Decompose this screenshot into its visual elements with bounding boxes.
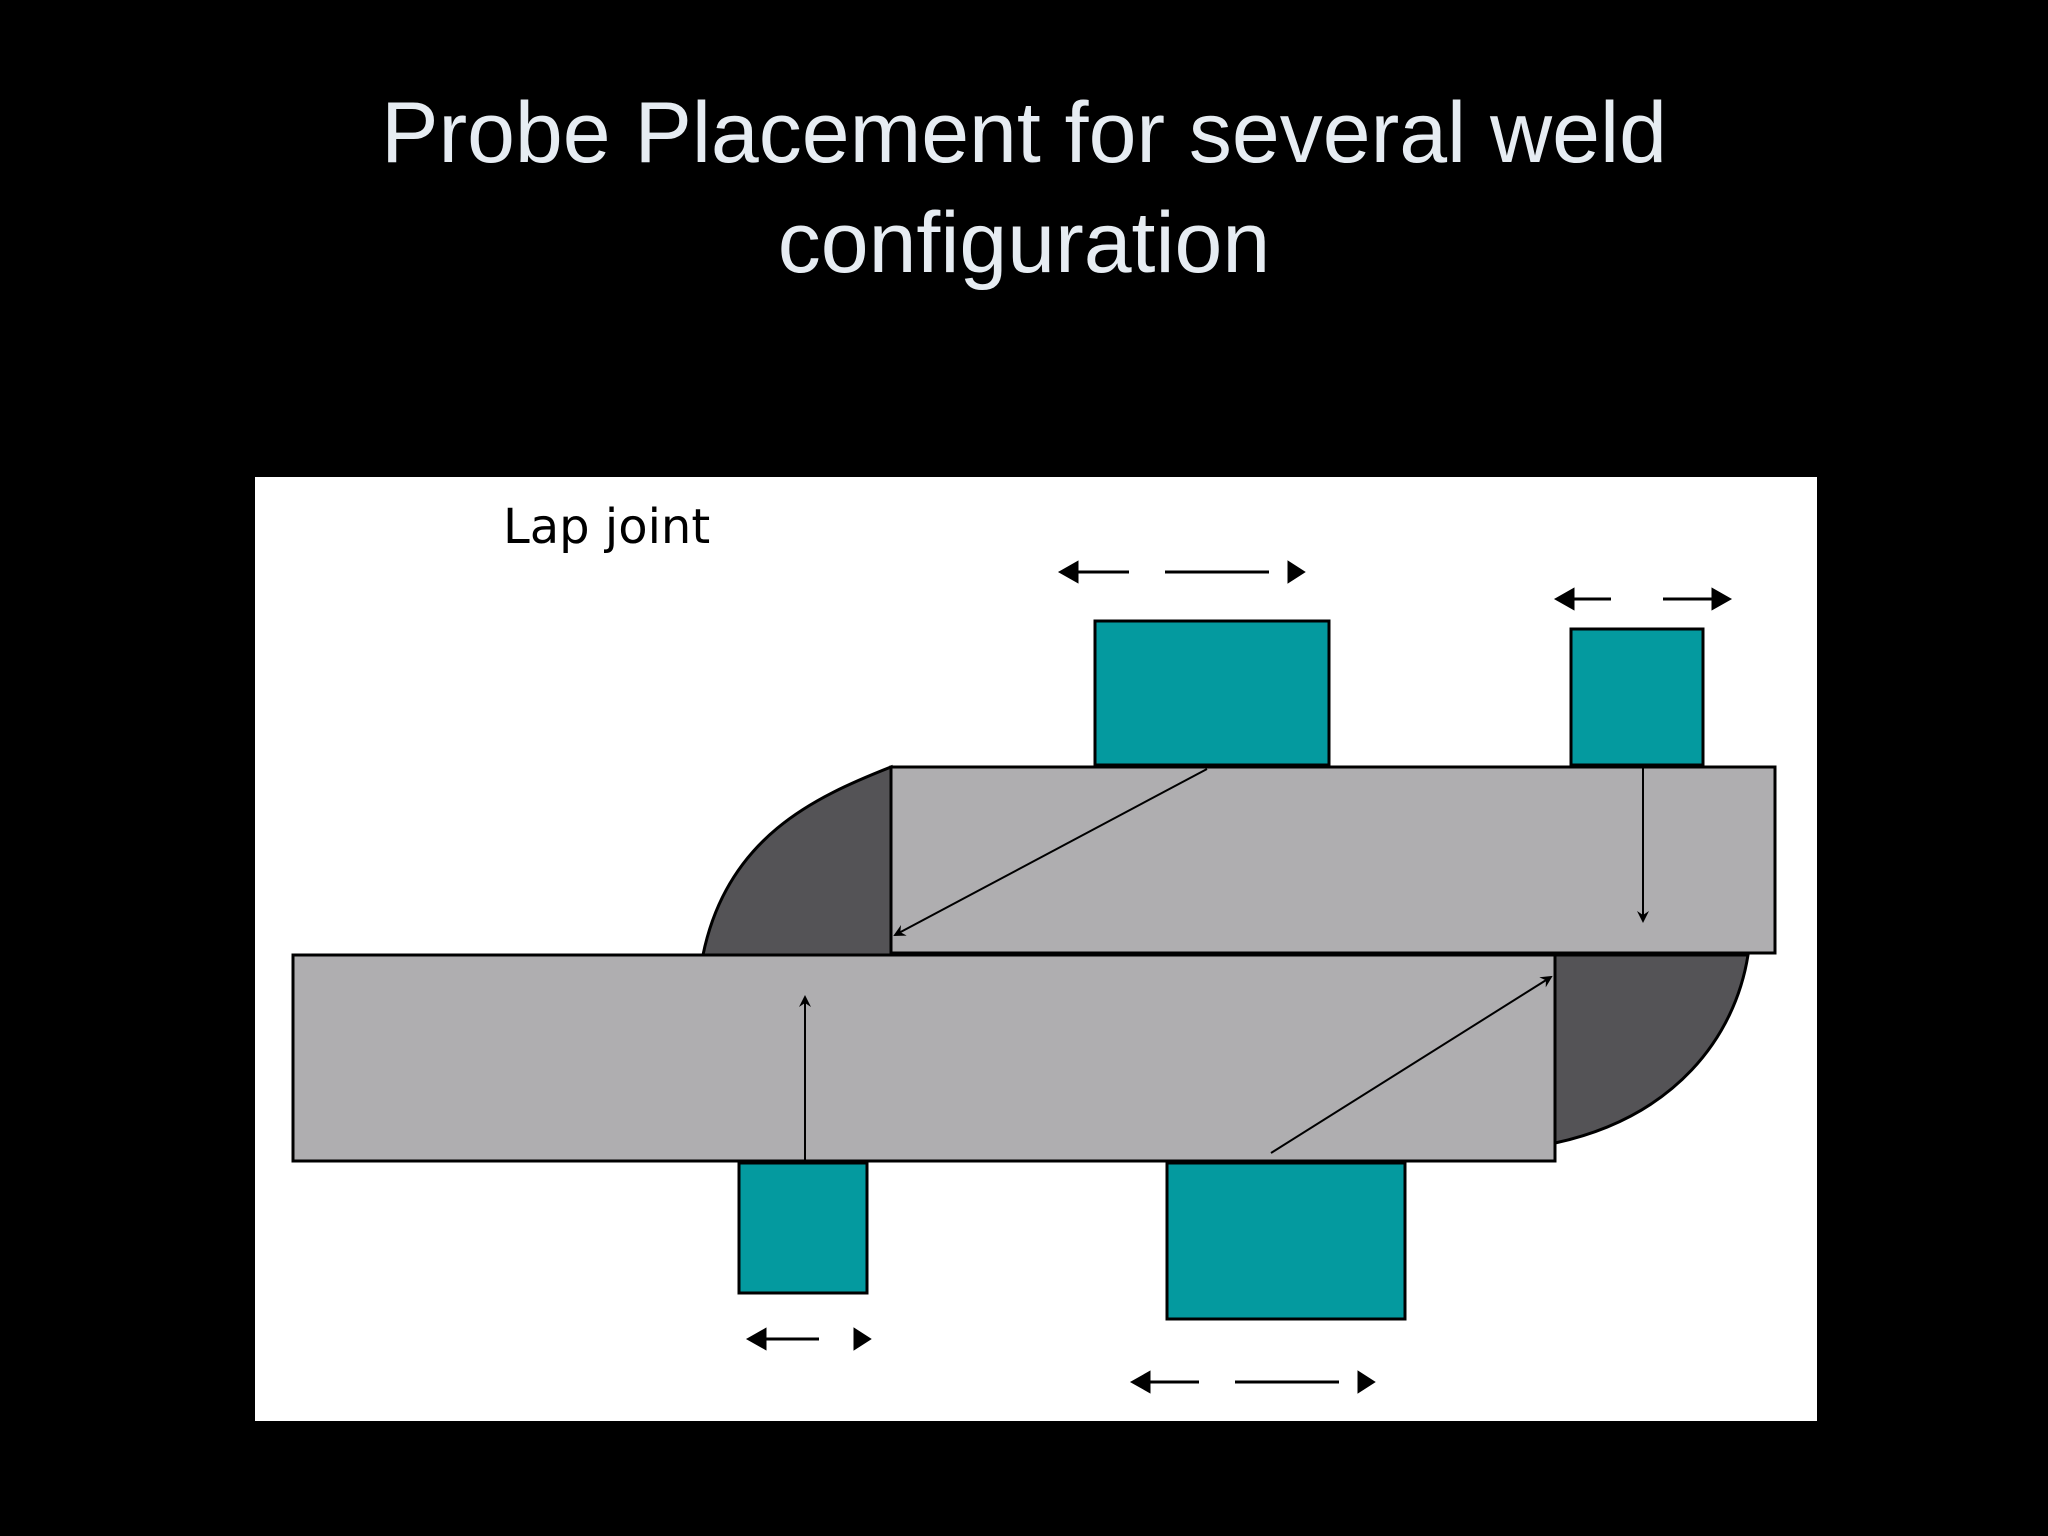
scan-direction-arrow-icon [1057, 560, 1306, 584]
lower-weld-fillet [1552, 953, 1750, 1145]
upper-weld-fillet [701, 764, 893, 957]
slide-title-line-1: Probe Placement for several weld [381, 85, 1667, 181]
scan-direction-arrow-icon [1129, 1370, 1376, 1394]
slide-title-line-2: configuration [777, 195, 1271, 291]
scan-direction-arrow-icon [1553, 587, 1733, 611]
lap-joint-label: Lap joint [503, 499, 710, 555]
sound-beam-arrow-icon [1270, 975, 1553, 1154]
lap-joint-svg: Lap joint [291, 499, 1777, 1394]
scan-direction-arrow-icon [745, 1327, 872, 1351]
probe-bottom-angled [1165, 1161, 1407, 1321]
lap-joint-diagram: Lap joint [255, 477, 1817, 1421]
probe-top-straight [1569, 627, 1705, 767]
probe-bottom-straight [737, 1161, 869, 1295]
slide-title: Probe Placement for several weld configu… [0, 78, 2048, 298]
upper-plate [889, 765, 1777, 955]
lower-plate [291, 953, 1557, 1163]
probe-top-angled [1093, 619, 1331, 767]
sound-beam-arrow-icon [893, 768, 1208, 936]
